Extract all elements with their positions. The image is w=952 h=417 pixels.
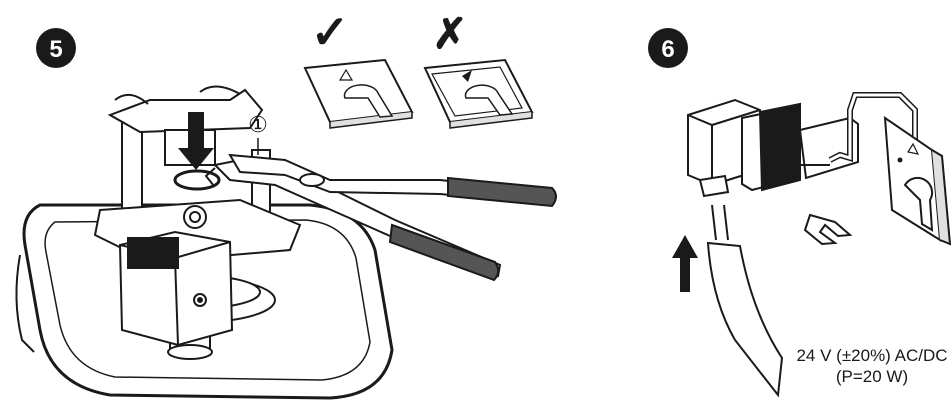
step-5-panel: 5 xyxy=(15,6,557,400)
step-5-badge: 5 xyxy=(36,28,76,68)
step-6-panel: 6 xyxy=(648,28,952,398)
step-6-badge: 6 xyxy=(648,28,688,68)
callout-number: ① xyxy=(248,112,268,137)
solenoid-actuator xyxy=(118,230,234,347)
retaining-ring xyxy=(173,169,221,191)
cross-mark-icon: ✗ xyxy=(432,10,467,57)
coil-housing xyxy=(741,102,859,192)
mounting-plate xyxy=(883,116,952,246)
pipe-assembly xyxy=(803,92,918,246)
power-spec-wattage: (P=20 W) xyxy=(836,367,908,386)
step-5-number: 5 xyxy=(49,36,62,63)
incorrect-plate: ✗ xyxy=(423,10,534,129)
circlip-pliers xyxy=(204,153,557,282)
correct-plate: ✓ xyxy=(303,6,414,129)
step-6-number: 6 xyxy=(661,36,674,63)
check-mark-icon: ✓ xyxy=(311,6,350,58)
up-arrow-icon xyxy=(672,235,698,292)
power-spec-voltage: 24 V (±20%) AC/DC xyxy=(796,346,947,365)
down-arrow-icon xyxy=(178,112,214,170)
power-cable xyxy=(706,204,784,398)
